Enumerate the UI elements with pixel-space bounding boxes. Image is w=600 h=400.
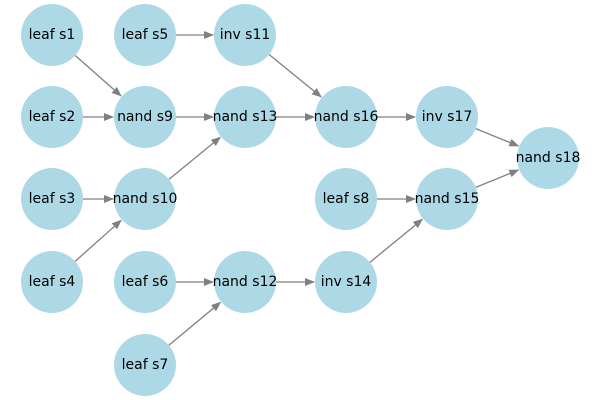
node-circle-s11 xyxy=(214,4,276,66)
node-s12: nand s12 xyxy=(213,251,278,313)
node-circle-s3 xyxy=(21,168,83,230)
node-s17: inv s17 xyxy=(416,86,478,148)
node-label-s16: nand s16 xyxy=(314,109,379,125)
node-label-s15: nand s15 xyxy=(415,191,480,207)
node-label-s8: leaf s8 xyxy=(323,191,370,207)
node-label-s13: nand s13 xyxy=(213,109,278,125)
node-label-s4: leaf s4 xyxy=(29,274,76,290)
node-label-s10: nand s10 xyxy=(113,191,178,207)
node-label-s11: inv s11 xyxy=(220,27,271,43)
node-label-s5: leaf s5 xyxy=(122,27,169,43)
node-circle-s1 xyxy=(21,4,83,66)
node-circle-s9 xyxy=(114,86,176,148)
nodes-layer: leaf s1 leaf s2 leaf s3 leaf s4 leaf s5 leaf … xyxy=(21,4,580,396)
node-s14: inv s14 xyxy=(315,251,377,313)
edge-s11-to-s16 xyxy=(268,54,322,98)
node-circle-s7 xyxy=(114,334,176,396)
node-circle-s4 xyxy=(21,251,83,313)
edge-s4-to-s10 xyxy=(74,219,122,262)
node-circle-s10 xyxy=(114,168,176,230)
node-s3: leaf s3 xyxy=(21,168,83,230)
node-s7: leaf s7 xyxy=(114,334,176,396)
node-s11: inv s11 xyxy=(214,4,276,66)
node-circle-s15 xyxy=(416,168,478,230)
node-label-s12: nand s12 xyxy=(213,274,278,290)
node-s18: nand s18 xyxy=(516,127,581,189)
node-label-s14: inv s14 xyxy=(321,274,372,290)
node-circle-s5 xyxy=(114,4,176,66)
node-label-s2: leaf s2 xyxy=(29,109,76,125)
node-label-s6: leaf s6 xyxy=(122,274,169,290)
node-s1: leaf s1 xyxy=(21,4,83,66)
node-label-s17: inv s17 xyxy=(422,109,473,125)
node-circle-s16 xyxy=(315,86,377,148)
node-label-s18: nand s18 xyxy=(516,150,581,166)
edge-s1-to-s9 xyxy=(74,55,122,97)
edge-s7-to-s12 xyxy=(168,301,222,346)
node-circle-s8 xyxy=(315,168,377,230)
node-s6: leaf s6 xyxy=(114,251,176,313)
node-s2: leaf s2 xyxy=(21,86,83,148)
node-circle-s14 xyxy=(315,251,377,313)
edge-s17-to-s18 xyxy=(475,128,520,147)
node-s5: leaf s5 xyxy=(114,4,176,66)
node-circle-s13 xyxy=(214,86,276,148)
node-label-s1: leaf s1 xyxy=(29,27,76,43)
node-circle-s18 xyxy=(517,127,579,189)
node-s4: leaf s4 xyxy=(21,251,83,313)
node-circle-s2 xyxy=(21,86,83,148)
node-s16: nand s16 xyxy=(314,86,379,148)
node-label-s3: leaf s3 xyxy=(29,191,76,207)
node-s10: nand s10 xyxy=(113,168,178,230)
node-s8: leaf s8 xyxy=(315,168,377,230)
edge-s10-to-s13 xyxy=(168,136,222,180)
edge-s15-to-s18 xyxy=(475,169,520,188)
node-s9: nand s9 xyxy=(114,86,176,148)
edges-layer xyxy=(74,31,520,346)
edge-s14-to-s15 xyxy=(369,218,424,263)
node-circle-s17 xyxy=(416,86,478,148)
node-s15: nand s15 xyxy=(415,168,480,230)
node-label-s7: leaf s7 xyxy=(122,357,169,373)
node-circle-s6 xyxy=(114,251,176,313)
node-label-s9: nand s9 xyxy=(117,109,173,125)
node-circle-s12 xyxy=(214,251,276,313)
node-s13: nand s13 xyxy=(213,86,278,148)
